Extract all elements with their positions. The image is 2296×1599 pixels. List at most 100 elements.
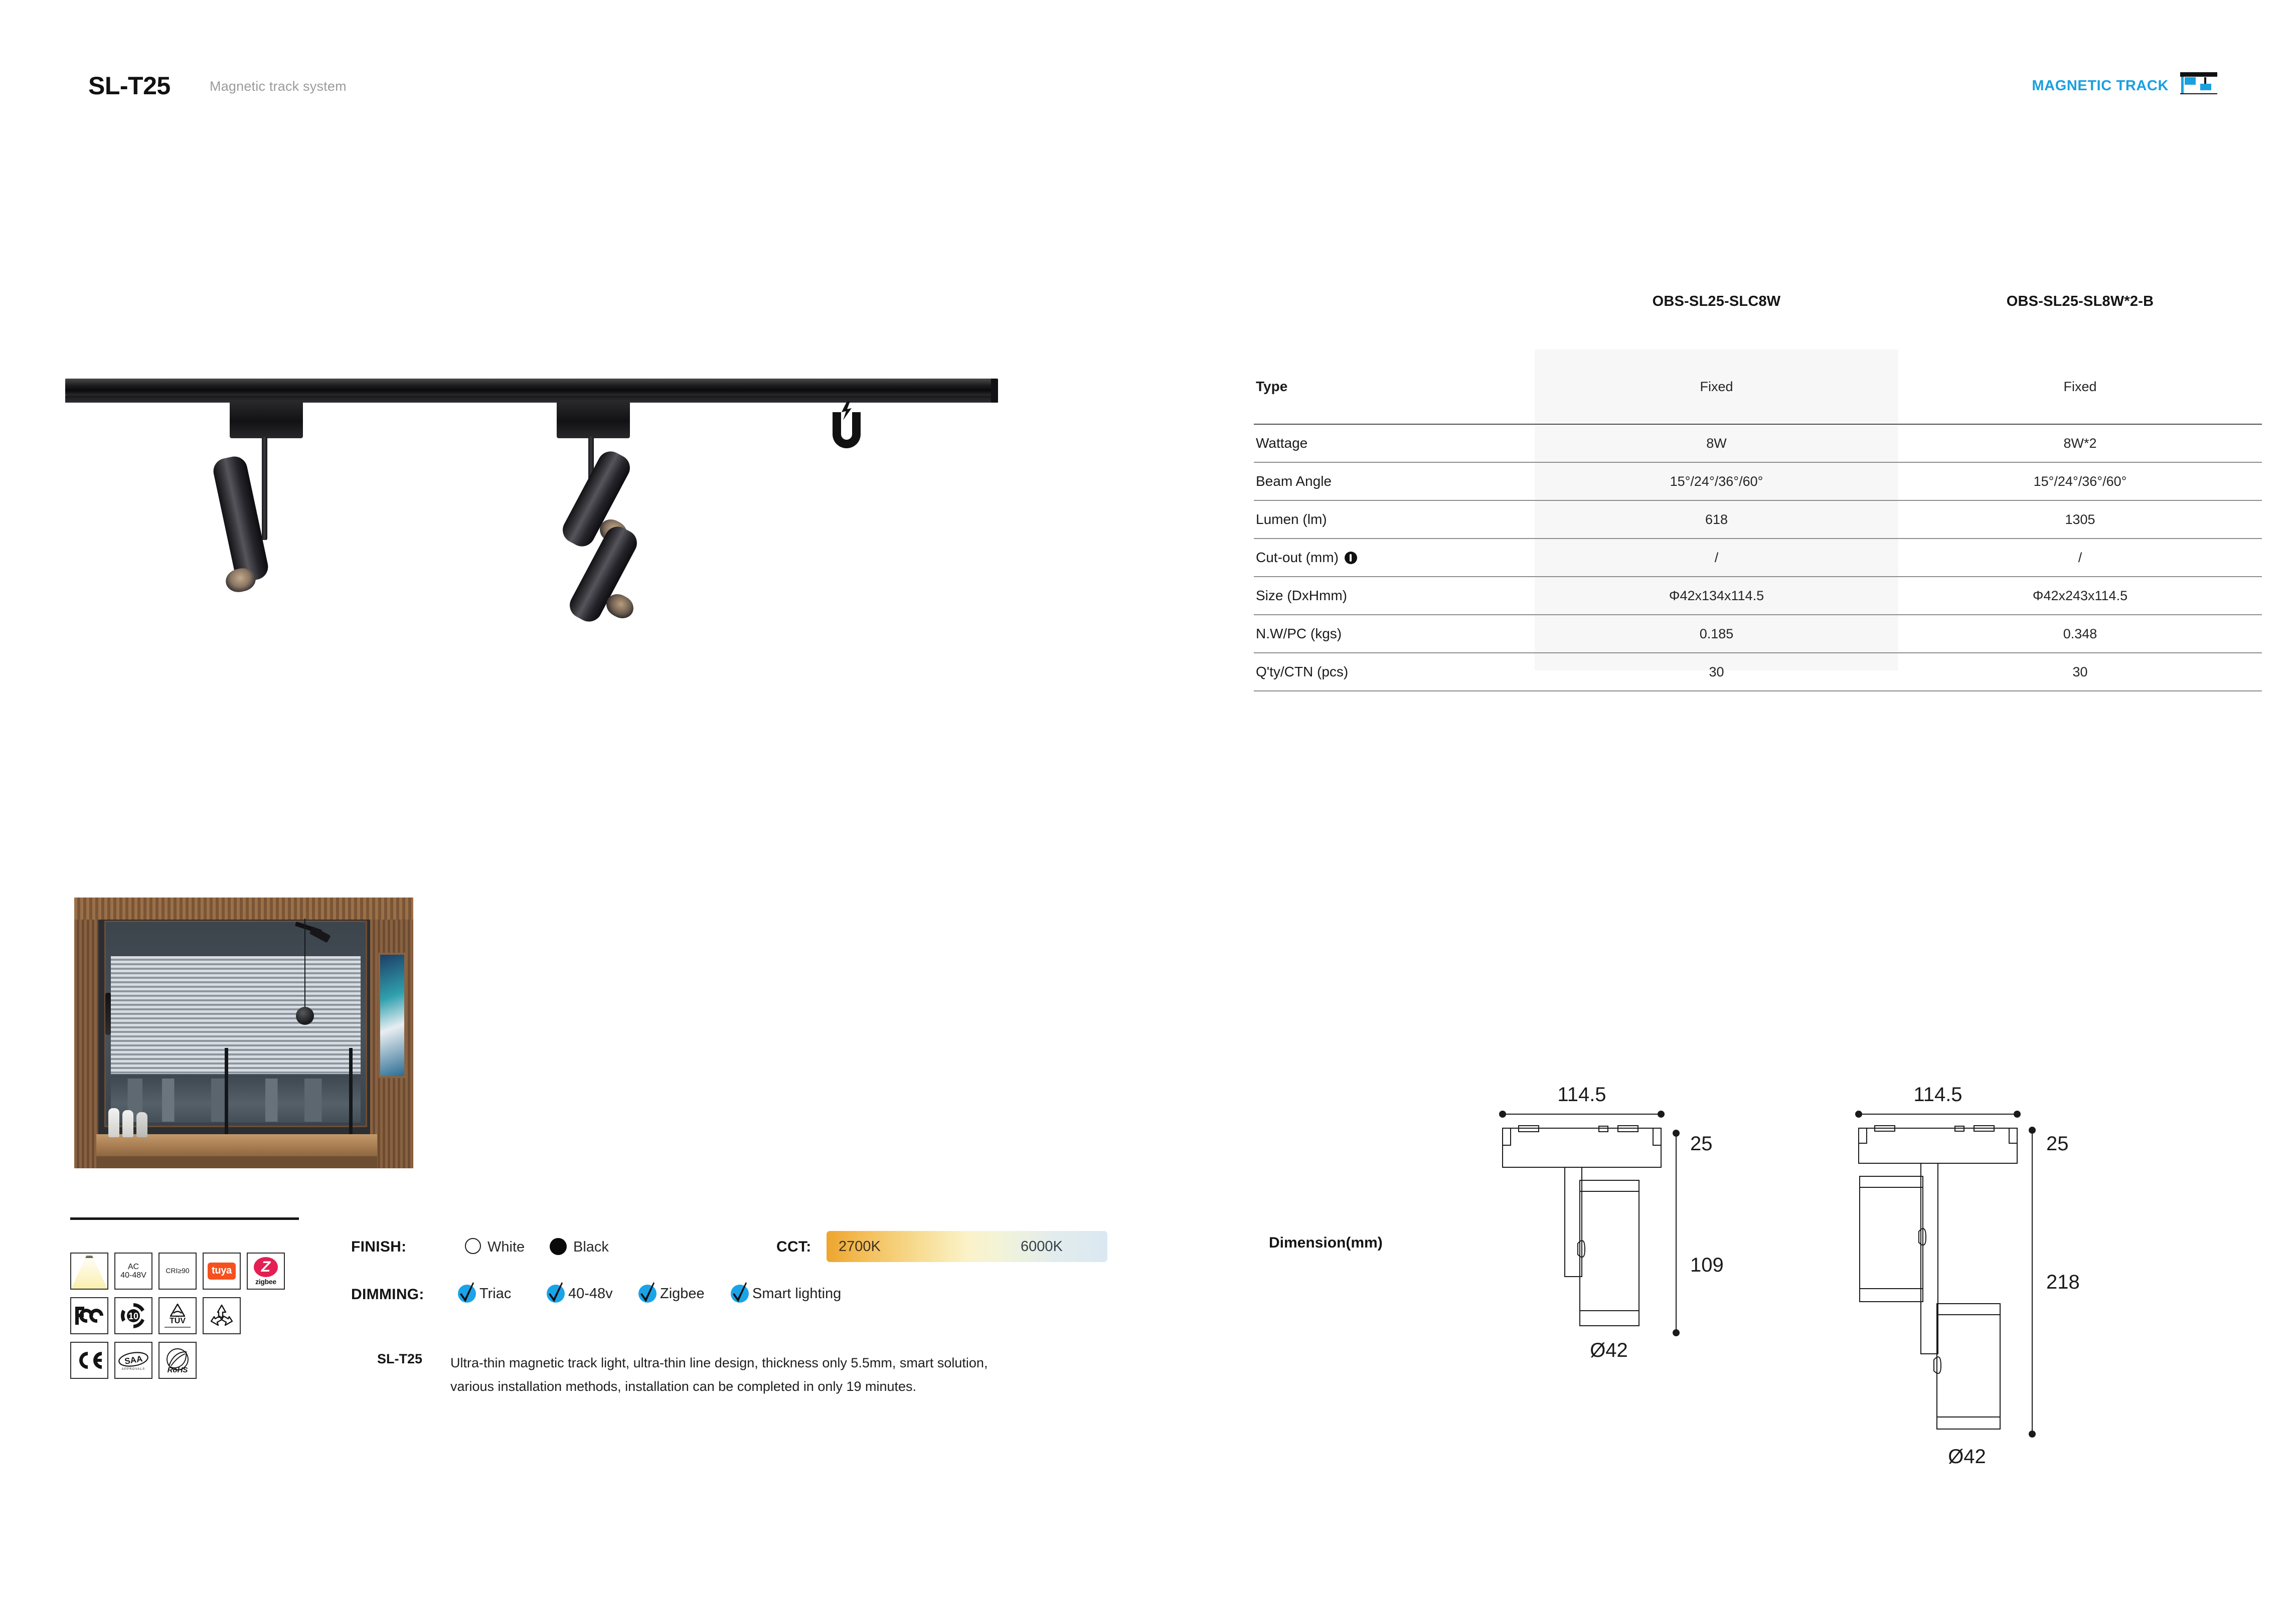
pendant-lamp: [296, 1007, 314, 1025]
magnet-icon: [833, 401, 861, 448]
dim-head-2: 25: [2046, 1133, 2069, 1155]
row-value-size-2: Φ42x243x114.5: [2032, 588, 2128, 603]
certification-badges: AC 40-48V CRI≥90 tuya Z zigbee: [70, 1253, 306, 1386]
column-header-1: OBS-SL25-SLC8W: [1652, 293, 1781, 309]
desk-figurine: [122, 1110, 133, 1137]
dimming-option-triac[interactable]: Triac: [458, 1282, 512, 1303]
wall-artwork: [378, 953, 406, 1078]
table-rule: [1254, 690, 2262, 691]
dimming-label-triac: Triac: [479, 1285, 512, 1302]
dim-diameter-1: Ø42: [1590, 1339, 1628, 1361]
page-subtitle: Magnetic track system: [210, 79, 347, 94]
fcc-badge: [70, 1297, 108, 1334]
single-head-drawing: 114.5 25 109 Ø42: [1499, 1084, 1724, 1361]
cct-max-value: 6000K: [1021, 1238, 1063, 1255]
cct-min-value: 2700K: [839, 1238, 881, 1255]
saa-badge: SAA APPROVALS: [114, 1342, 152, 1379]
row-label-qty-ctn: Q'ty/CTN (pcs): [1256, 664, 1349, 679]
row-value-type-1: Fixed: [1700, 379, 1733, 394]
info-icon[interactable]: [1344, 551, 1357, 564]
tuya-badge: tuya: [203, 1253, 241, 1290]
brand-label: MAGNETIC TRACK: [2032, 78, 2169, 94]
finish-option-black[interactable]: Black: [573, 1239, 609, 1255]
desk-figurine: [108, 1108, 119, 1137]
finish-swatch-white[interactable]: [465, 1238, 481, 1254]
magnetic-track-icon: [2180, 72, 2217, 94]
window-blinds: [111, 956, 361, 1074]
ac-line1: AC: [127, 1262, 139, 1271]
cert-row: AC 40-48V CRI≥90 tuya Z zigbee: [70, 1253, 306, 1290]
rohs-leaf-badge: RoHS: [158, 1342, 197, 1379]
row-value-net-weight-2: 0.348: [2063, 626, 2097, 641]
row-value-cut-out-1: /: [1714, 550, 1719, 565]
cert-row: SAA APPROVALS RoHS: [70, 1342, 306, 1379]
check-icon: [458, 1282, 476, 1303]
row-label-net-weight: N.W/PC (kgs): [1256, 626, 1342, 641]
row-label-type: Type: [1256, 379, 1288, 394]
table-row: N.W/PC (kgs) 0.185 0.348: [1254, 615, 2262, 652]
dim-height-1: 109: [1690, 1254, 1724, 1276]
row-value-qty-ctn-2: 30: [2072, 664, 2088, 679]
svg-text:RoHS: RoHS: [168, 1366, 188, 1374]
row-value-qty-ctn-1: 30: [1709, 664, 1724, 679]
table-row: Size (DxHmm) Φ42x134x114.5 Φ42x243x114.5: [1254, 577, 2262, 614]
cct-gradient-bar: [827, 1231, 1107, 1262]
desk-surface: [96, 1134, 377, 1157]
table-rule: [1254, 652, 2262, 653]
dimming-option-zigbee[interactable]: Zigbee: [638, 1282, 705, 1303]
cri-label: CRI≥90: [166, 1267, 190, 1275]
dim-width-1: 114.5: [1557, 1084, 1606, 1106]
fixture-mount-right: [557, 400, 630, 438]
dimension-title: Dimension(mm): [1269, 1234, 1383, 1251]
track-rail: [65, 379, 998, 396]
ac-line2: 40-48V: [120, 1271, 146, 1280]
table-row: Cut-out (mm) / /: [1254, 539, 2262, 576]
window-mullion-right: [349, 1048, 353, 1166]
cri-badge: CRI≥90: [158, 1253, 197, 1290]
row-label-cut-out: Cut-out (mm): [1256, 550, 1339, 565]
row-value-lumen-1: 618: [1705, 511, 1728, 527]
description-text: Ultra-thin magnetic track light, ultra-t…: [450, 1355, 988, 1394]
table-rule: [1254, 500, 2262, 501]
recycle-badge: [203, 1297, 241, 1334]
svg-text:10: 10: [128, 1311, 138, 1321]
table-rule: [1254, 462, 2262, 463]
tuv-badge: TÜV: [158, 1297, 197, 1334]
finish-label: FINISH:: [351, 1238, 407, 1255]
dim-head-1: 25: [1690, 1133, 1713, 1155]
window-mullion-center: [225, 1048, 228, 1166]
desk-drawer: [96, 1156, 377, 1168]
finish-swatch-black[interactable]: [550, 1238, 567, 1255]
fixture-arm-left: [262, 437, 267, 540]
zigbee-z-mark: Z: [254, 1257, 278, 1277]
finish-option-white[interactable]: White: [487, 1239, 525, 1255]
cct-label: CCT:: [776, 1238, 811, 1255]
ce-badge: [70, 1342, 108, 1379]
table-row: Beam Angle 15°/24°/36°/60° 15°/24°/36°/6…: [1254, 463, 2262, 500]
window-frame: [104, 921, 367, 1127]
row-value-beam-angle-1: 15°/24°/36°/60°: [1670, 473, 1763, 489]
row-value-cut-out-2: /: [2078, 550, 2082, 565]
specification-table: OBS-SL25-SLC8W OBS-SL25-SL8W*2-B Type Fi…: [1254, 293, 2262, 691]
zigbee-label: zigbee: [255, 1277, 276, 1286]
check-icon: [638, 1282, 657, 1303]
table-header-row: OBS-SL25-SLC8W OBS-SL25-SL8W*2-B: [1254, 293, 2262, 349]
table-row: Q'ty/CTN (pcs) 30 30: [1254, 653, 2262, 690]
row-label-size: Size (DxHmm): [1256, 588, 1347, 603]
page-title: SL-T25: [88, 72, 171, 100]
dim-width-2: 114.5: [1913, 1084, 1962, 1106]
description-code: SL-T25: [377, 1351, 423, 1366]
dimming-label-zigbee: Zigbee: [660, 1285, 705, 1302]
dimming-option-40-48v[interactable]: 40-48v: [547, 1282, 613, 1303]
row-value-net-weight-1: 0.185: [1699, 626, 1734, 641]
rohs-10-badge: 10: [114, 1297, 152, 1334]
dimming-option-smart-lighting[interactable]: Smart lighting: [731, 1282, 841, 1303]
column-header-2: OBS-SL25-SL8W*2-B: [2006, 293, 2154, 309]
zigbee-badge: Z zigbee: [247, 1253, 285, 1290]
table-highlight-column: [1535, 349, 1898, 670]
desk-figurine: [136, 1112, 147, 1137]
dim-height-2: 218: [2046, 1271, 2080, 1293]
track-rail-end-cap: [991, 379, 998, 403]
table-rule: [1254, 614, 2262, 615]
